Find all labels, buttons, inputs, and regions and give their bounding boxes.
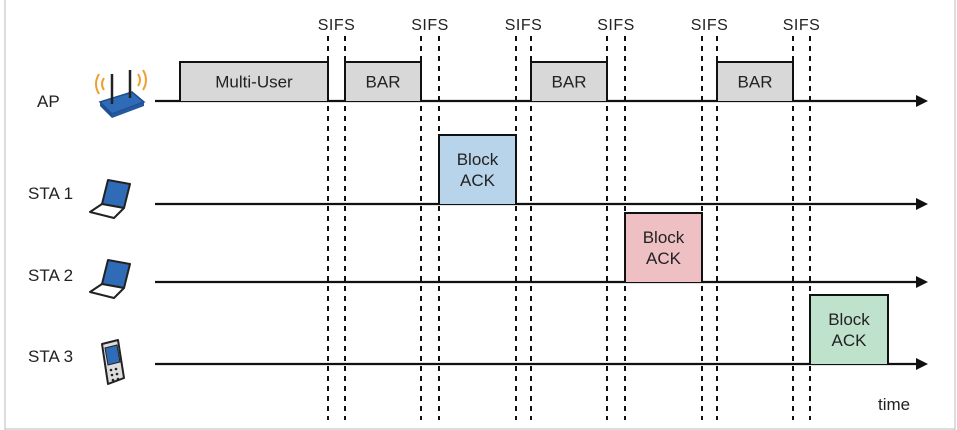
frame-label: BAR (366, 73, 401, 92)
time-axis-label: time (878, 395, 910, 414)
sifs-label: SIFS (783, 17, 821, 34)
frame-label: ACK (460, 171, 496, 190)
sifs-label: SIFS (411, 17, 449, 34)
sifs-label: SIFS (691, 17, 729, 34)
frame-multi-user: Multi-User (179, 61, 329, 101)
frame-label: Block (643, 228, 685, 247)
frame-box (717, 62, 793, 101)
wifi-router-icon (95, 69, 147, 118)
frame-box (531, 62, 607, 101)
sifs-intervals: SIFS SIFS SIFS SIFS SIFS SIFS (318, 17, 821, 420)
sifs-label: SIFS (505, 17, 543, 34)
laptop-icon (89, 179, 131, 219)
station-label-sta3: STA 3 (28, 347, 73, 366)
frame-bar: BAR (530, 61, 608, 101)
timeline-sta2 (155, 276, 928, 288)
frame-box (439, 135, 516, 204)
laptop-icon (89, 259, 131, 299)
station-label-sta1: STA 1 (28, 184, 73, 203)
frame-label: ACK (832, 331, 868, 350)
frame-label: Multi-User (215, 73, 293, 92)
frame-box (625, 213, 702, 282)
frame-box (345, 62, 421, 101)
sifs-label: SIFS (597, 17, 635, 34)
frame-box (180, 62, 328, 101)
frame-label: ACK (646, 249, 682, 268)
timeline-sta1 (155, 198, 928, 210)
frame-label: BAR (738, 73, 773, 92)
pda-phone-icon (101, 339, 125, 385)
station-label-sta2: STA 2 (28, 266, 73, 285)
timeline-sta3 (155, 358, 928, 370)
frame-label: Block (828, 310, 870, 329)
frame-label: Block (457, 150, 499, 169)
frame-box (810, 295, 888, 364)
sifs-label: SIFS (318, 17, 356, 34)
station-label-ap: AP (37, 92, 60, 111)
frame-bar: BAR (716, 61, 794, 101)
frame-label: BAR (552, 73, 587, 92)
frame-bar: BAR (344, 61, 422, 101)
